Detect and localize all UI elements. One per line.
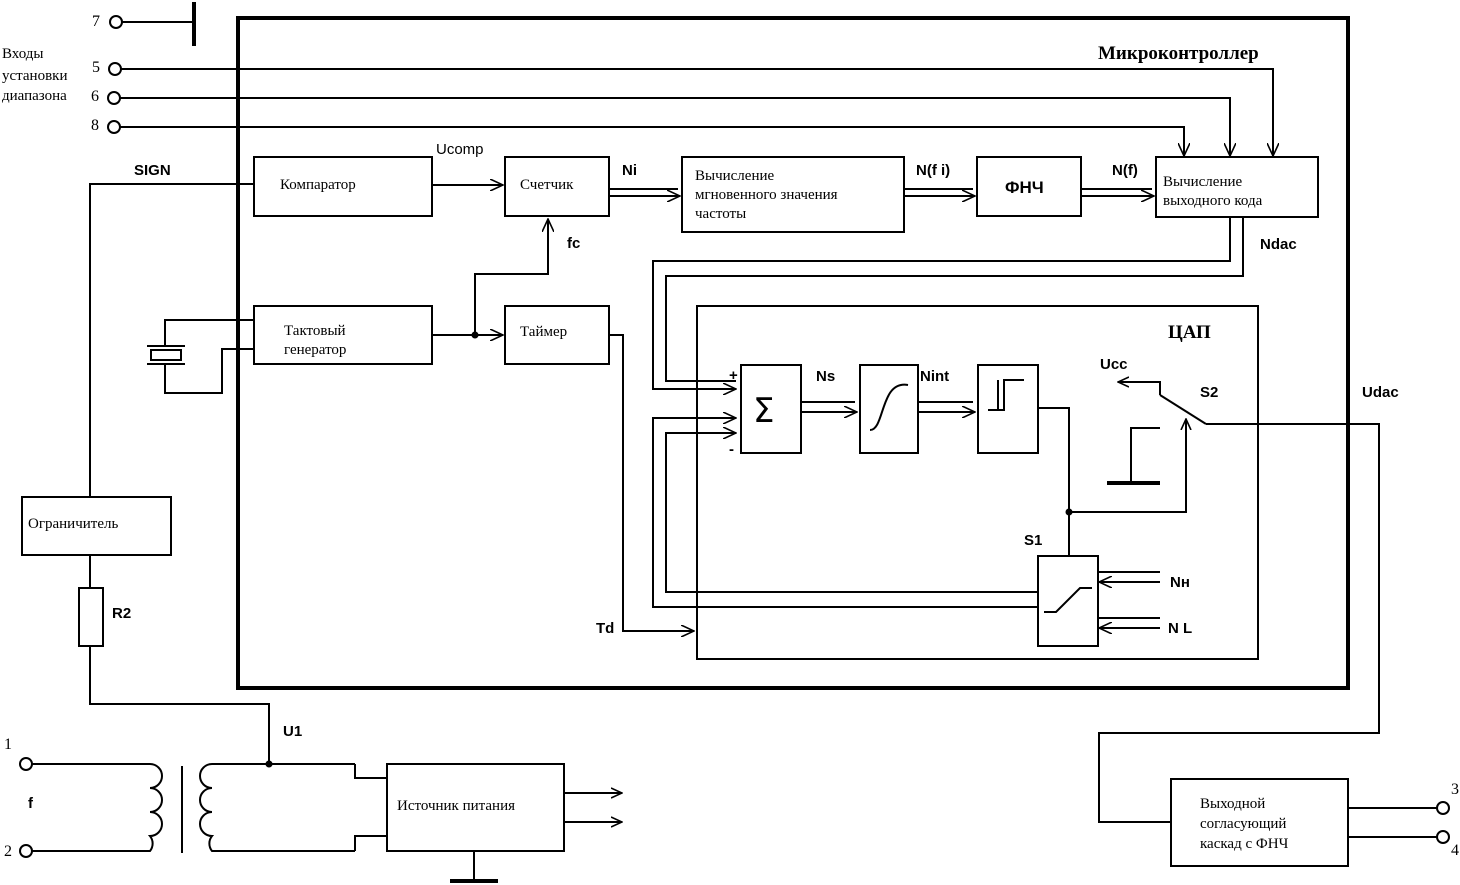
s1-label: S1 — [1024, 532, 1042, 549]
power-supply-block — [386, 763, 565, 852]
output-stage-label: Выходной согласующий каскад с ФНЧ — [1200, 796, 1290, 852]
timer-label: Таймер — [520, 324, 567, 340]
ns-label: Ns — [816, 368, 835, 385]
f-label: f — [28, 795, 34, 812]
dac-frame — [696, 305, 1259, 660]
udac-wire — [1098, 423, 1380, 823]
pin-6-label: 6 — [91, 88, 99, 105]
output-code-label: Вычисление выходного кода — [1163, 174, 1263, 209]
pin-8-wire — [120, 126, 1184, 156]
nf-label: N(f) — [1112, 162, 1138, 179]
s2-control-wire — [1069, 419, 1186, 513]
instant-frequency-block — [681, 156, 905, 233]
lpf-block — [976, 156, 1082, 217]
ni-label: Ni — [622, 162, 637, 179]
pin-8-label: 8 — [91, 117, 99, 134]
pin-8-terminal — [107, 120, 121, 134]
sigma-icon: Σ — [753, 391, 774, 431]
crystal-icon — [147, 319, 254, 394]
s2-ground-wire — [1130, 427, 1160, 483]
pin-6-wire — [120, 97, 1230, 156]
plus-sign: + — [729, 367, 738, 384]
clock-generator-label: Тактовый генератор — [284, 323, 349, 358]
pin-4-terminal — [1436, 830, 1450, 844]
pin-1-terminal — [19, 757, 33, 771]
limiter-label: Ограничитель — [28, 516, 118, 532]
sign-wire — [89, 183, 254, 497]
r2-label: R2 — [112, 605, 131, 622]
fc-label: fc — [567, 235, 580, 252]
timer-block — [504, 305, 610, 365]
output-code-block — [1155, 156, 1319, 218]
transformer-icon — [32, 763, 387, 853]
hysteresis-to-s1-wire — [1038, 407, 1070, 556]
nint-label: Nint — [920, 368, 949, 385]
nl-label: N L — [1168, 620, 1192, 637]
s2-label: S2 — [1200, 384, 1218, 401]
pin-3-terminal — [1436, 801, 1450, 815]
timer-to-dac-wire — [609, 334, 694, 631]
pin-3-label: 3 — [1451, 781, 1459, 798]
microcontroller-frame — [236, 16, 1350, 690]
s1-switch-icon — [1044, 587, 1092, 613]
minus-sign: - — [729, 441, 734, 458]
hysteresis-block — [977, 364, 1039, 454]
pin-7-terminal — [109, 15, 123, 29]
pin-5-wire — [121, 68, 1273, 156]
ucc-label: Ucc — [1100, 356, 1128, 373]
power-supply-label: Источник питания — [397, 798, 515, 814]
ndac-bus-outer — [652, 217, 1231, 389]
s1-feedback-outer — [652, 418, 1038, 608]
u1-label: U1 — [283, 723, 302, 740]
instant-frequency-label: Вычисление мгновенного значения частоты — [695, 168, 841, 222]
counter-block — [504, 156, 610, 217]
summer-block — [740, 364, 802, 454]
pin-4-label: 4 — [1451, 842, 1459, 859]
pin-7-label: 7 — [92, 13, 100, 30]
sign-label: SIGN — [134, 162, 171, 179]
integrator-block — [859, 364, 919, 454]
pin-2-terminal — [19, 844, 33, 858]
pin-6-terminal — [107, 91, 121, 105]
clock-to-counter-wire — [474, 219, 548, 335]
microcontroller-title: Микроконтроллер — [1098, 43, 1259, 64]
ucc-wire — [1118, 382, 1161, 395]
limiter-block — [21, 496, 172, 556]
ndac-label: Ndac — [1260, 236, 1297, 253]
integral-icon — [869, 383, 909, 431]
hysteresis-icon — [988, 379, 1024, 411]
s2-switch-blade — [1159, 394, 1207, 425]
ndac-bus-inner — [665, 217, 1244, 382]
nh-label: Nн — [1170, 574, 1190, 591]
pin-2-label: 2 — [4, 843, 12, 860]
ucomp-label: Ucomp — [436, 141, 484, 158]
resistor-r2 — [78, 587, 104, 647]
nfi-label: N(f i) — [916, 162, 950, 179]
lpf-label: ФНЧ — [1005, 178, 1044, 197]
range-inputs-label: Входы установки диапазона — [2, 46, 71, 104]
udac-label: Udac — [1362, 384, 1399, 401]
pin-5-terminal — [108, 62, 122, 76]
comparator-label: Компаратор — [280, 177, 356, 193]
dac-title: ЦАП — [1168, 322, 1211, 343]
s1-feedback-inner — [665, 433, 1038, 593]
td-label: Td — [596, 620, 614, 637]
pin-5-label: 5 — [92, 59, 100, 76]
comparator-block — [253, 156, 433, 217]
counter-label: Счетчик — [520, 177, 574, 193]
r2-to-transformer-wire — [89, 646, 270, 764]
output-stage-block — [1170, 778, 1349, 867]
pin-1-label: 1 — [4, 736, 12, 753]
